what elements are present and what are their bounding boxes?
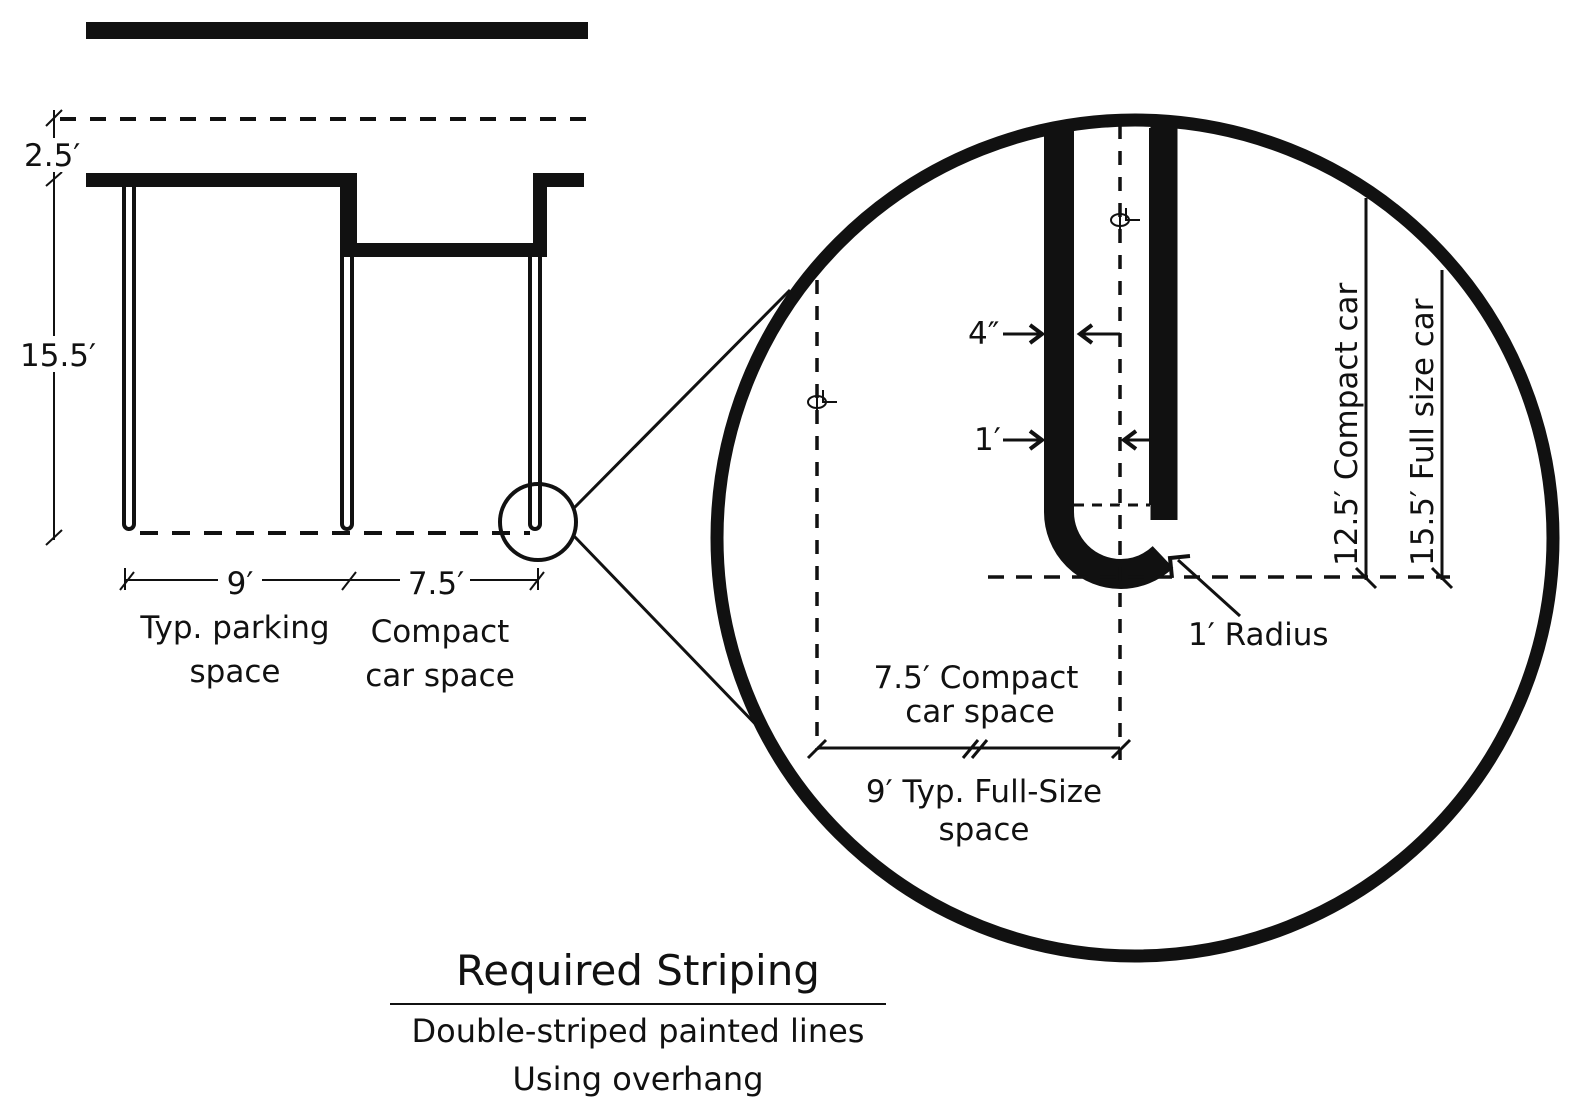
diagram-title: Required Striping: [456, 946, 820, 995]
dim-depth: 15.5′: [20, 338, 96, 374]
dim-overhang: 2.5′: [24, 138, 80, 174]
subtitle-line-1: Double-striped painted lines: [412, 1012, 865, 1050]
compact-label-1: Compact: [371, 614, 510, 650]
stripe-spacing-label: 1′: [974, 422, 1001, 458]
compact-depth-label: 12.5′ Compact car: [1329, 283, 1365, 566]
detail-callout-circle: [498, 482, 578, 562]
full-space-label-1: 9′ Typ. Full-Size: [866, 774, 1102, 810]
radius-label: 1′ Radius: [1188, 617, 1329, 653]
typ-label-1: Typ. parking: [139, 610, 329, 646]
dim-compact-width: 7.5′: [408, 566, 464, 602]
compact-label-2: car space: [365, 658, 515, 694]
full-space-label-2: space: [939, 812, 1030, 848]
curb-line: [86, 22, 588, 39]
typ-label-2: space: [190, 654, 281, 690]
compact-space-label-2: car space: [905, 694, 1055, 730]
compact-space-label-1: 7.5′ Compact: [874, 660, 1079, 696]
dim-typ-width: 9′: [227, 566, 254, 602]
full-depth-label: 15.5′ Full size car: [1405, 298, 1441, 566]
subtitle-line-2: Using overhang: [512, 1060, 763, 1098]
stripe-width-label: 4″: [968, 316, 999, 352]
